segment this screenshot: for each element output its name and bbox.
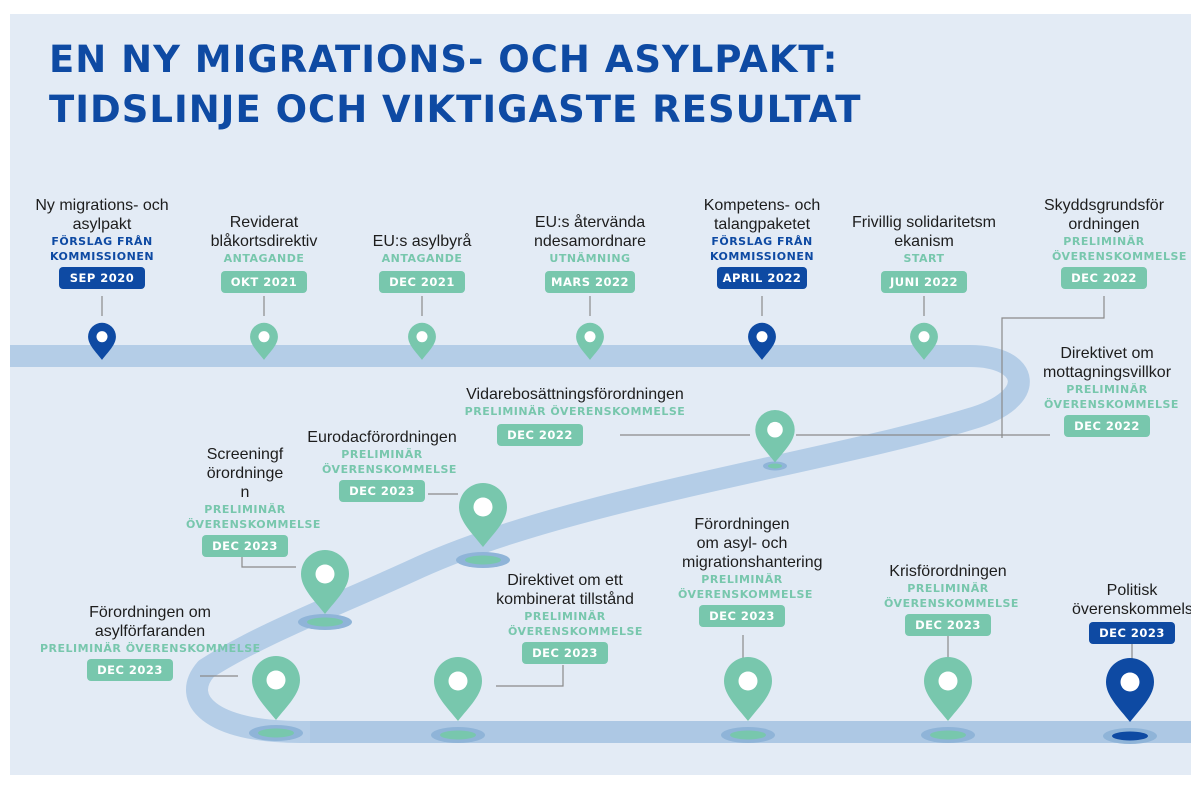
event-date-badge: DEC 2022	[1061, 267, 1147, 289]
event-screening: Screeningförordningen PRELIMINÄR ÖVERENS…	[170, 445, 320, 557]
map-pin-icon	[88, 322, 116, 360]
event-label: Krisförordningen	[889, 563, 1007, 580]
event-eurodac: Eurodacförordningen PRELIMINÄR ÖVERENSKO…	[292, 428, 472, 502]
timeline-road	[10, 296, 1191, 744]
map-pin-icon	[434, 657, 482, 721]
event-date-badge: JUNI 2022	[881, 271, 967, 293]
timeline-infographic: EN NY MIGRATIONS- OCH ASYLPAKT: TIDSLINJ…	[10, 14, 1191, 775]
map-pin-icon	[576, 322, 604, 360]
event-label: Kompetens- och talangpaketet	[703, 197, 821, 233]
event-date-badge: DEC 2023	[905, 614, 991, 636]
event-status: PRELIMINÄR ÖVERENSKOMMELSE	[186, 503, 321, 531]
event-label: Vidarebosättningsförordningen	[466, 386, 684, 403]
event-date-badge: DEC 2023	[522, 642, 608, 664]
event-ny-migrationspakt: Ny migrations- och asylpakt FÖRSLAG FRÅN…	[22, 196, 182, 289]
event-vidarebosattning: Vidarebosättningsförordningen PRELIMINÄR…	[450, 385, 700, 446]
event-date-badge: DEC 2023	[202, 535, 288, 557]
title-line-2: TIDSLINJE OCH VIKTIGASTE RESULTAT	[49, 88, 862, 131]
event-asylforfaranden: Förordningen om asylförfaranden PRELIMIN…	[40, 603, 260, 681]
event-status: PRELIMINÄR ÖVERENSKOMMELSE	[1052, 235, 1187, 263]
event-date-badge: OKT 2021	[221, 271, 307, 293]
event-status: FÖRSLAG FRÅN KOMMISSIONEN	[709, 235, 815, 263]
event-label: EU:s asylbyrå	[372, 233, 472, 250]
event-label: Skyddsgrundsförordningen	[1043, 197, 1165, 233]
event-date-badge: DEC 2022	[1064, 415, 1150, 437]
event-status: ANTAGANDE	[223, 252, 305, 265]
event-date-badge: SEP 2020	[59, 267, 145, 289]
event-label: Ny migrations- och asylpakt	[35, 197, 169, 233]
event-status: UTNÄMNING	[549, 252, 631, 265]
event-label: Förordningen om asyl- och migrationshant…	[682, 516, 823, 571]
event-status: FÖRSLAG FRÅN KOMMISSIONEN	[49, 235, 155, 263]
event-date-badge: DEC 2023	[699, 605, 785, 627]
event-status: PRELIMINÄR ÖVERENSKOMMELSE	[678, 573, 813, 601]
event-label: Screeningförordningen	[206, 446, 284, 501]
event-label: Förordningen om asylförfaranden	[89, 604, 211, 640]
map-pin-icon	[459, 483, 507, 547]
event-krisforordningen: Krisförordningen PRELIMINÄR ÖVERENSKOMME…	[868, 562, 1028, 636]
event-status: START	[903, 252, 945, 265]
event-label: Eurodacförordningen	[307, 429, 457, 446]
event-date-badge: DEC 2021	[379, 271, 465, 293]
event-label: Direktivet om mottagningsvillkor	[1042, 345, 1172, 381]
event-status: PRELIMINÄR ÖVERENSKOMMELSE	[322, 448, 457, 476]
event-status: PRELIMINÄR ÖVERENSKOMMELSE	[40, 642, 261, 655]
event-status: PRELIMINÄR ÖVERENSKOMMELSE	[884, 582, 1019, 610]
event-atervandandesamordnare: EU:s återvändandesamordnare UTNÄMNING MA…	[510, 213, 670, 293]
event-asyl-migrationshantering: Förordningen om asyl- och migrationshant…	[662, 515, 823, 627]
event-label: Reviderat blåkortsdirektiv	[210, 214, 318, 250]
map-pin-icon	[724, 657, 772, 721]
event-date-badge: APRIL 2022	[716, 267, 808, 289]
map-pins	[88, 322, 1154, 722]
map-pin-icon	[748, 322, 776, 360]
event-skyddsgrundsforordningen: Skyddsgrundsförordningen PRELIMINÄR ÖVER…	[1024, 196, 1187, 289]
event-politisk-overenskommelse: Politisk överenskommelse DEC 2023	[1072, 581, 1191, 644]
event-status: ANTAGANDE	[381, 252, 463, 265]
map-pin-icon	[252, 656, 300, 720]
event-label: Politisk överenskommelse	[1072, 582, 1191, 618]
title-line-1: EN NY MIGRATIONS- OCH ASYLPAKT:	[49, 38, 839, 81]
map-pin-icon	[301, 550, 349, 614]
event-kompetens-talangpaketet: Kompetens- och talangpaketet FÖRSLAG FRÅ…	[682, 196, 842, 289]
map-pin-icon	[910, 322, 938, 360]
event-status: PRELIMINÄR ÖVERENSKOMMELSE	[1044, 383, 1179, 411]
event-date-badge: DEC 2023	[339, 480, 425, 502]
event-label: EU:s återvändandesamordnare	[533, 214, 647, 250]
event-date-badge: DEC 2022	[497, 424, 583, 446]
map-pin-icon	[408, 322, 436, 360]
map-pin-icon	[924, 657, 972, 721]
pin-shadows	[249, 461, 1157, 744]
event-status: PRELIMINÄR ÖVERENSKOMMELSE	[508, 610, 643, 638]
event-blakortsdirektiv: Reviderat blåkortsdirektiv ANTAGANDE OKT…	[194, 213, 334, 293]
event-status: PRELIMINÄR ÖVERENSKOMMELSE	[464, 405, 686, 418]
event-label: Frivillig solidaritetsmekanism	[851, 214, 997, 250]
event-date-badge: DEC 2023	[1089, 622, 1175, 644]
event-label: Direktivet om ett kombinerat tillstånd	[496, 572, 634, 608]
event-asylbyra: EU:s asylbyrå ANTAGANDE DEC 2021	[357, 232, 487, 293]
map-pin-icon	[250, 322, 278, 360]
event-date-badge: DEC 2023	[87, 659, 173, 681]
event-mottagningsvillkor: Direktivet om mottagningsvillkor PRELIMI…	[1032, 344, 1182, 437]
connector-lines	[101, 296, 1133, 687]
map-pin-icon	[1106, 658, 1154, 722]
event-solidaritetsmekanism: Frivillig solidaritetsmekanism START JUN…	[844, 213, 1004, 293]
event-date-badge: MARS 2022	[545, 271, 635, 293]
map-pin-icon	[755, 410, 795, 463]
event-kombinerat-tillstand: Direktivet om ett kombinerat tillstånd P…	[480, 571, 650, 664]
